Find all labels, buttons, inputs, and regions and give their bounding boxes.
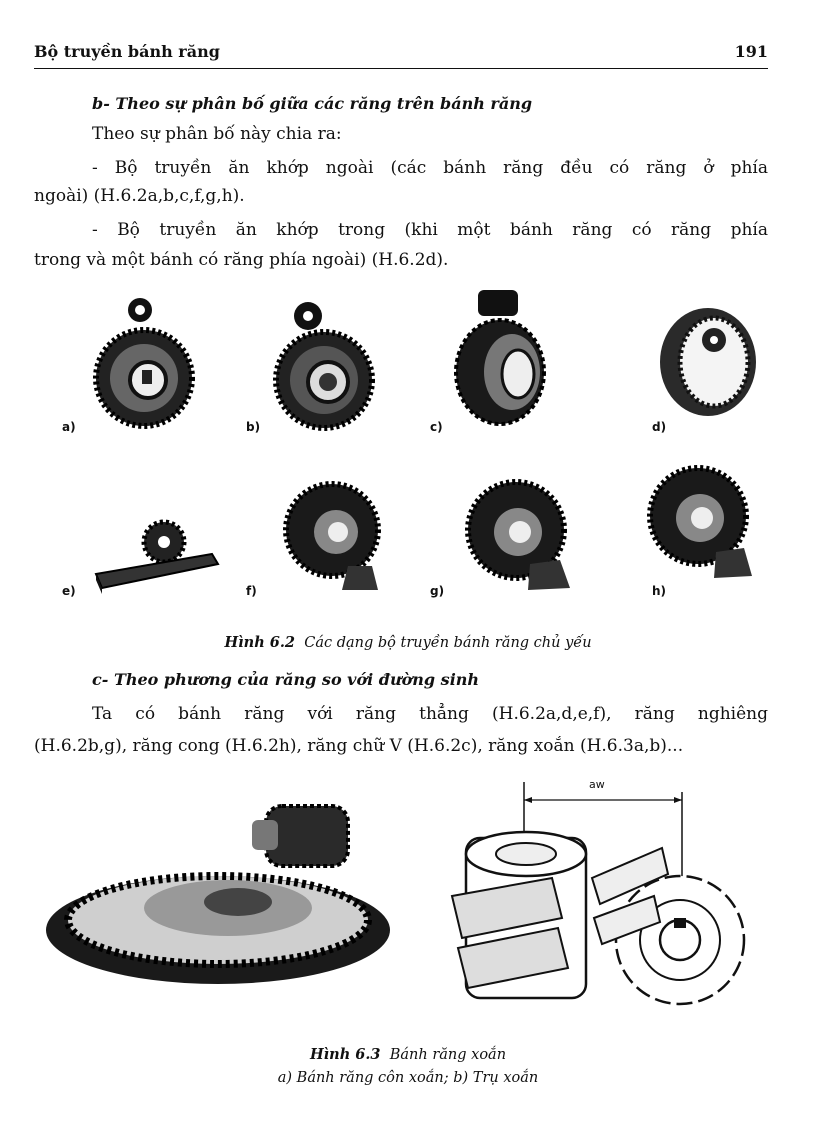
label-b: b) [246,420,261,434]
figure-6-3-text: Bánh răng xoắn [389,1047,507,1063]
item2-line1: - Bộ truyền ăn khớp trong (khi một bánh … [92,220,768,240]
label-h: h) [652,584,667,598]
helical-gear-pair-image [450,782,746,1006]
figure-6-3-number: Hình 6.3 [309,1046,381,1063]
gear-h-image [647,465,752,578]
item1-line2: ngoài) (H.6.2a,b,c,f,g,h). [34,186,245,206]
section-c-line1: Ta có bánh răng với răng thẳng (H.6.2a,d… [92,704,768,724]
spiral-bevel-gear-image [46,804,390,984]
item2-line2: trong và một bánh có răng phía ngoài) (H… [34,250,449,270]
gear-e-image [94,519,220,594]
section-c-line2: (H.6.2b,g), răng cong (H.6.2h), răng chữ… [34,736,684,756]
label-f: f) [246,584,257,598]
figure-6-3-caption: Hình 6.3 Bánh răng xoắn [0,1046,816,1063]
figure-6-2-caption: Hình 6.2 Các dạng bộ truyền bánh răng ch… [0,634,816,651]
label-c: c) [430,420,443,434]
dimension-aw-label: aw [589,778,605,791]
gear-c-image [454,290,546,426]
gear-f-image [283,481,381,590]
gear-d-image [660,308,756,416]
figure-6-2-number: Hình 6.2 [224,634,296,651]
section-c-heading: c- Theo phương của răng so với đường sin… [92,670,480,689]
header-title: Bộ truyền bánh răng [34,42,220,61]
page-header: Bộ truyền bánh răng 191 [34,40,768,69]
gear-g-image [465,479,570,590]
section-b-heading: b- Theo sự phân bố giữa các răng trên bá… [92,94,533,113]
figure-6-3-subcaption: a) Bánh răng côn xoắn; b) Trụ xoắn [277,1070,539,1086]
label-a: a) [62,420,76,434]
page-number: 191 [734,42,768,61]
section-b-intro: Theo sự phân bố này chia ra: [92,124,342,144]
item1-line1: - Bộ truyền ăn khớp ngoài (các bánh răng… [92,158,768,178]
figure-6-2-text: Các dạng bộ truyền bánh răng chủ yếu [304,635,592,651]
gear-b-image [273,302,375,431]
label-d: d) [652,420,667,434]
label-e: e) [62,584,76,598]
label-g: g) [430,584,445,598]
gear-a-image [93,298,195,429]
